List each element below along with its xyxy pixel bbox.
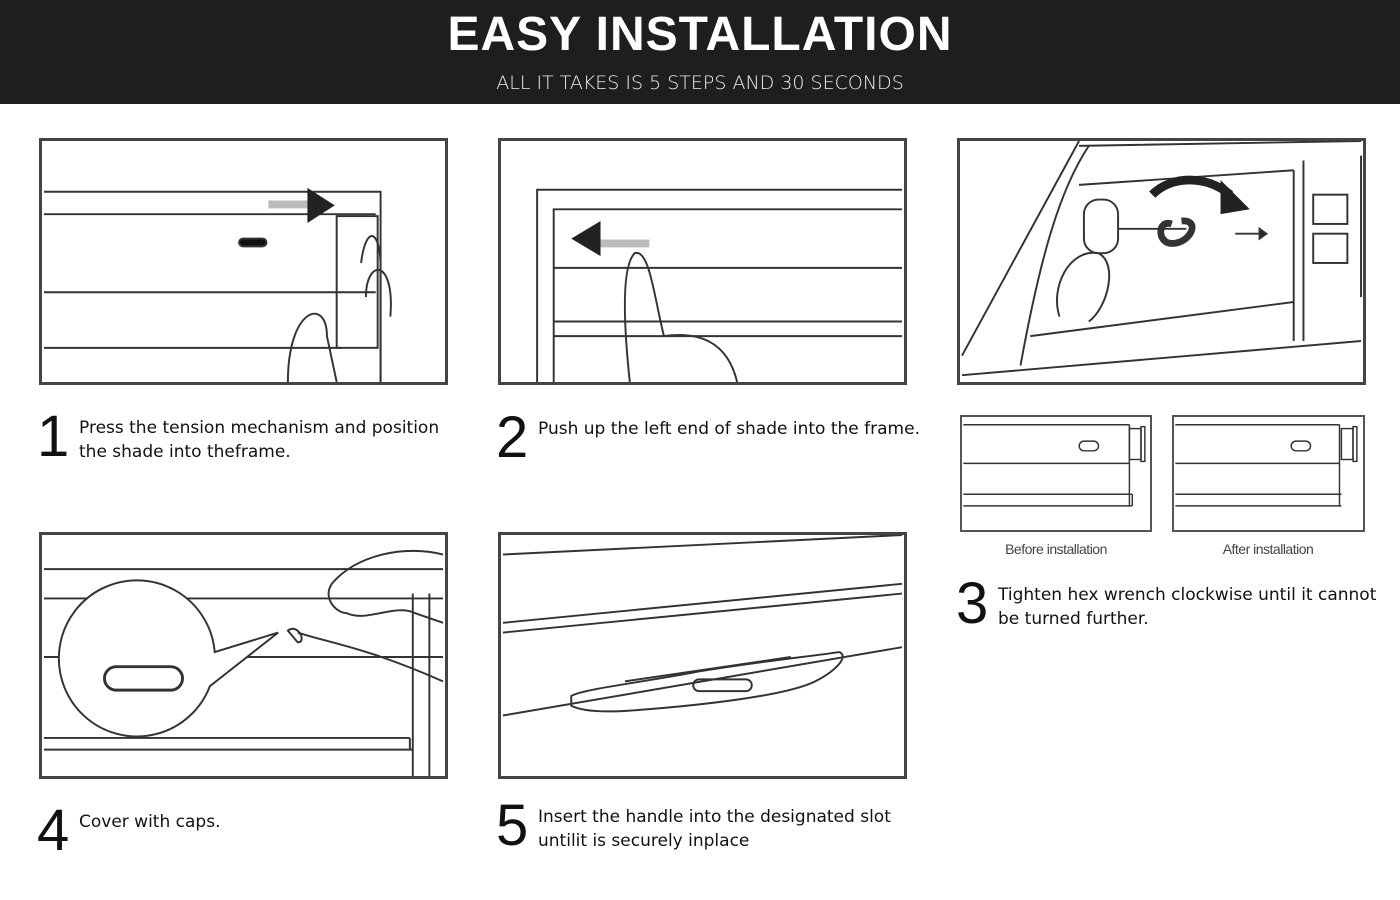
step-5-illustration	[498, 532, 907, 779]
step-number: 2	[496, 405, 529, 470]
step-text: Tighten hex wrench clockwise until it ca…	[998, 585, 1377, 605]
before-installation-caption: Before installation	[1005, 541, 1107, 557]
step-number: 4	[37, 798, 70, 863]
header-banner: EASY INSTALLATION ALL IT TAKES IS 5 STEP…	[0, 0, 1400, 104]
step-text: untilit is securely inplace	[538, 831, 750, 851]
step-3-illustration	[957, 138, 1366, 385]
step-4-illustration	[39, 532, 448, 779]
step-4-instruction: 4 Cover with caps.	[37, 798, 221, 863]
step-2-instruction: 2 Push up the left end of shade into the…	[496, 405, 920, 470]
page-subtitle: ALL IT TAKES IS 5 STEPS AND 30 SECONDS	[496, 72, 904, 94]
step-text: Cover with caps.	[79, 812, 221, 832]
step-text: Press the tension mechanism and position	[79, 418, 440, 438]
step-text: be turned further.	[998, 609, 1149, 629]
step-2-illustration	[498, 138, 907, 385]
after-installation-diagram	[1172, 415, 1365, 532]
step-5-instruction: 5 Insert the handle into the designated …	[496, 793, 891, 858]
step-3-instruction: 3 Tighten hex wrench clockwise until it …	[956, 571, 1377, 636]
step-text: the shade into theframe.	[79, 442, 291, 462]
after-installation-caption: After installation	[1222, 541, 1314, 557]
step-1-illustration	[39, 138, 448, 385]
step-1-instruction: 1 Press the tension mechanism and positi…	[37, 404, 440, 469]
step-text: Push up the left end of shade into the f…	[538, 419, 920, 439]
step-number: 1	[37, 404, 70, 469]
page-title: EASY INSTALLATION	[447, 8, 953, 61]
step-text: Insert the handle into the designated sl…	[538, 807, 891, 827]
step-number: 3	[956, 571, 989, 636]
before-installation-diagram	[960, 415, 1152, 532]
step-number: 5	[496, 793, 529, 858]
